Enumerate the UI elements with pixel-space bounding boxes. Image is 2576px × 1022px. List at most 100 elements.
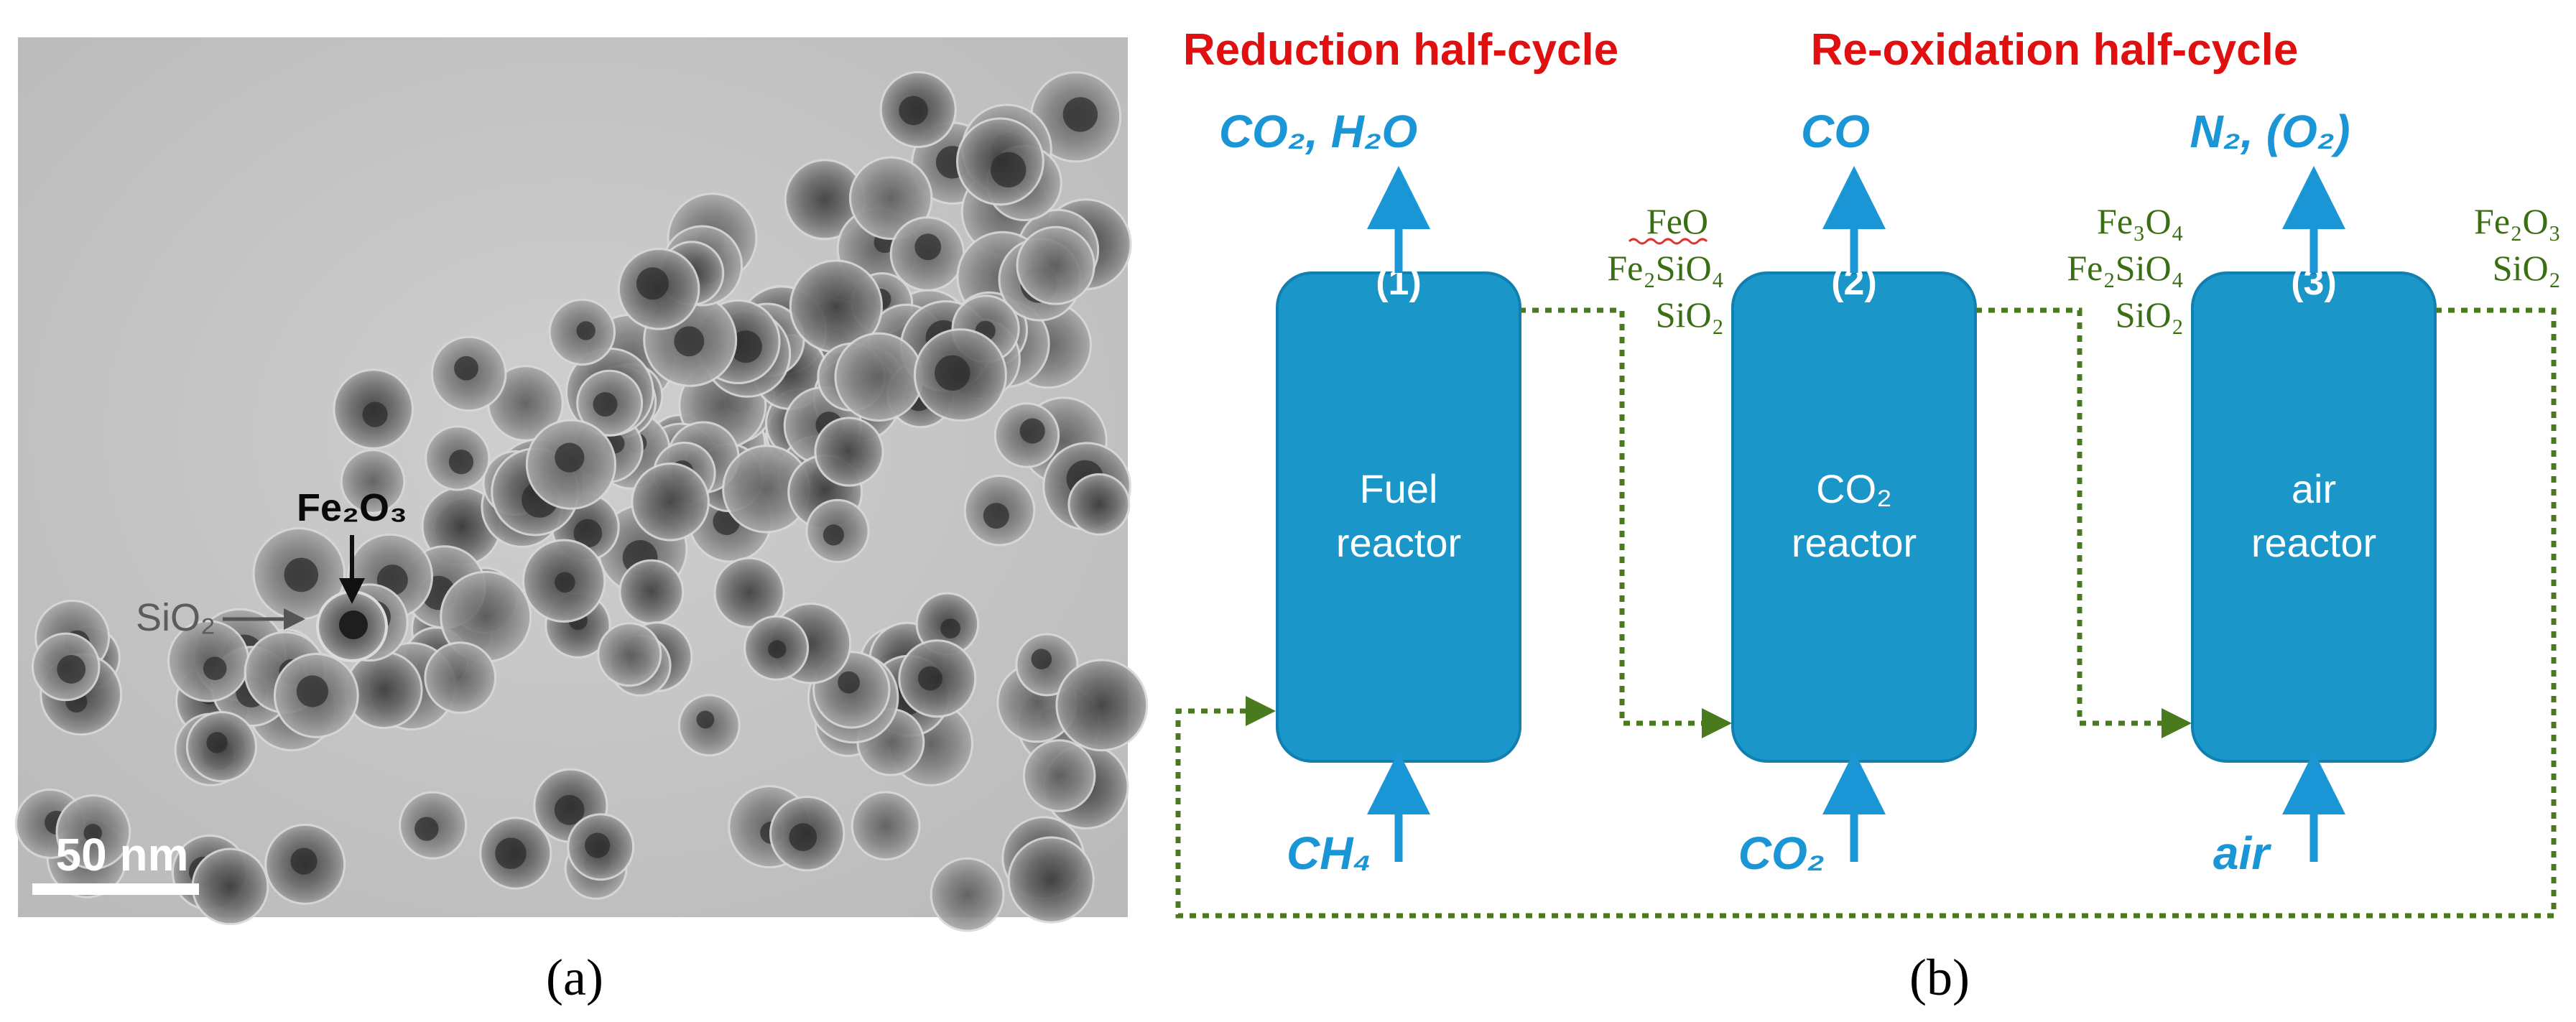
nanoparticle (713, 557, 785, 628)
solids-circulation-loop (1175, 307, 2557, 919)
nanoparticle-core (203, 656, 227, 680)
nanoparticle (930, 857, 1005, 932)
nanoparticle-core (284, 557, 319, 593)
co2-reactor-vessel (1731, 271, 1977, 763)
nanoparticle (631, 463, 710, 542)
outlet-arrows (1367, 166, 2345, 273)
nanoparticle-core (296, 675, 328, 707)
nanoparticle (1016, 226, 1095, 305)
nanoparticle-cluster (14, 70, 1149, 932)
nanoparticle-core (940, 618, 960, 638)
scale-bar-label: 50 nm (56, 829, 189, 881)
inlet-arrows (1367, 751, 2345, 862)
nanoparticle-core (983, 503, 1009, 529)
fuel-reactor-vessel (1276, 271, 1521, 763)
loop-1-to-2 (1519, 307, 1732, 738)
loop-2-to-3 (1975, 307, 2192, 738)
nanoparticle-core (57, 655, 86, 684)
fuel-reactor-name-line1: Fuel (1360, 466, 1438, 511)
air-outlet-label: N₂, (O₂) (2190, 106, 2350, 157)
nanoparticle-core (83, 824, 102, 842)
co2-reactor-outlet-label: CO (1801, 106, 1870, 157)
air-reactor: (3) air reactor (2191, 261, 2437, 763)
nanoparticle-core (585, 832, 611, 858)
nanoparticle (1055, 659, 1149, 752)
panel-a: Fe₂O₃ SiO₂ 50 nm (a) (14, 37, 1149, 1006)
nanoparticle-core (576, 321, 596, 340)
caption-b: (b) (1909, 949, 1970, 1006)
nanoparticle (1067, 473, 1131, 536)
nanoparticle (849, 156, 933, 240)
nanoparticle (814, 417, 884, 487)
nanoparticle-core (448, 450, 474, 475)
nanoparticle-core (554, 794, 585, 825)
fuel-inlet-label: CH₄ (1287, 827, 1371, 879)
stream-3-line-2: SiO₂ (2493, 248, 2561, 288)
nanoparticle (618, 559, 685, 625)
nanoparticle-core (674, 326, 705, 357)
nanoparticle-core (899, 96, 928, 126)
fe2o3-label: Fe₂O₃ (297, 486, 407, 529)
nanoparticle (424, 641, 497, 714)
nanoparticle-core (729, 330, 762, 363)
air-reactor-name-line1: air (2292, 466, 2336, 511)
nanoparticle-core (1031, 649, 1052, 669)
nanoparticle-core (495, 837, 527, 869)
nanoparticle-core (290, 847, 318, 875)
stream-3-line-1: Fe₂O₃ (2474, 201, 2561, 241)
stream-2-line-3: SiO₂ (2116, 294, 2184, 335)
stream-1-line-1: FeO (1646, 201, 1708, 241)
stream-2-line-2: Fe₂SiO₄ (2067, 248, 2184, 288)
nanoparticle-core (636, 267, 669, 300)
nanoparticle-core (696, 710, 715, 729)
nanoparticle-core (555, 572, 575, 593)
nanoparticle-core (789, 823, 817, 852)
co2-reactor-name-line1: CO₂ (1816, 466, 1892, 511)
stream-1-line-2: Fe₂SiO₄ (1607, 248, 1724, 288)
stream-2-line-1: Fe₃O₄ (2097, 201, 2184, 241)
stream-2-composition: Fe₃O₄ Fe₂SiO₄ SiO₂ (2067, 201, 2184, 335)
stream-3-composition: Fe₂O₃ SiO₂ (2474, 201, 2561, 288)
panel-b: Reduction half-cycle Re-oxidation half-c… (1175, 25, 2561, 1006)
co2-reactor-inlet-label: CO₂ (1738, 827, 1825, 879)
nanoparticle (1007, 836, 1095, 924)
nanoparticle-core (555, 442, 585, 473)
nanoparticle-core (768, 640, 787, 659)
reoxidation-half-cycle-title: Re-oxidation half-cycle (1811, 25, 2299, 75)
nanoparticle (597, 622, 662, 687)
nanoparticle (851, 791, 921, 861)
co2-reactor-name-line2: reactor (1792, 520, 1917, 565)
fuel-outlet-label: CO₂, H₂O (1219, 106, 1417, 157)
caption-a: (a) (546, 949, 603, 1006)
spellcheck-underline (1628, 238, 1708, 245)
nanoparticle-core (823, 524, 844, 546)
fuel-reactor-name-line2: reactor (1336, 520, 1461, 565)
nanoparticle-core (206, 732, 228, 753)
reduction-half-cycle-title: Reduction half-cycle (1183, 25, 1618, 75)
nanoparticle-core (838, 671, 860, 694)
sio2-label: SiO₂ (136, 596, 216, 639)
nanoparticle-core (454, 356, 478, 381)
nanoparticle-core (935, 355, 970, 391)
nanoparticle-core (593, 392, 618, 417)
fuel-reactor: (1) Fuel reactor (1276, 261, 1521, 763)
nanoparticle (191, 847, 269, 926)
nanoparticle (1022, 739, 1096, 812)
annotated-nanoparticle-core (339, 610, 368, 639)
stream-1-composition: FeO Fe₂SiO₄ SiO₂ (1607, 201, 1724, 335)
nanoparticle-core (1062, 97, 1098, 132)
nanoparticle-core (573, 519, 603, 548)
nanoparticle-core (914, 233, 942, 261)
stream-1-line-3: SiO₂ (1656, 294, 1724, 335)
air-reactor-vessel (2191, 271, 2437, 763)
air-inlet-label: air (2213, 827, 2271, 879)
nanoparticle-core (917, 666, 942, 691)
nanoparticle-core (991, 152, 1027, 188)
nanoparticle (340, 449, 406, 514)
co2-reactor: (2) CO₂ reactor (1731, 261, 1977, 763)
scale-bar (32, 883, 199, 895)
nanoparticle-core (414, 817, 439, 841)
nanoparticle (834, 332, 924, 422)
nanoparticle-core (1019, 418, 1045, 444)
